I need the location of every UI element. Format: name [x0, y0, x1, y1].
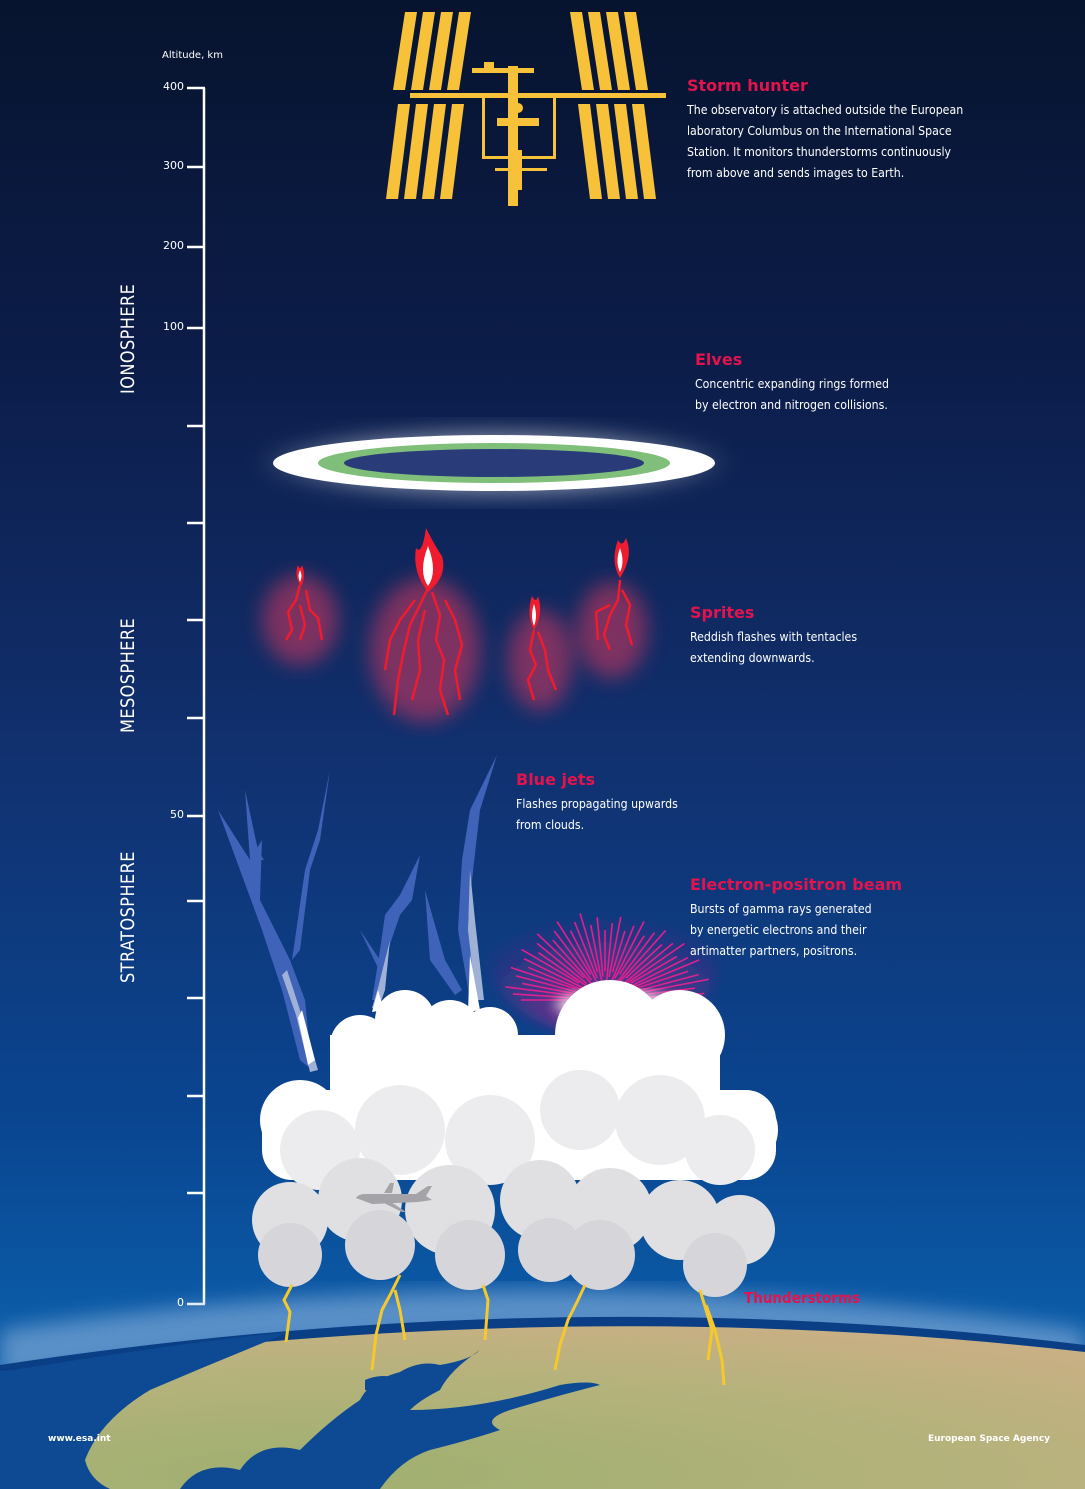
text-line: by energetic electrons and their: [690, 922, 867, 937]
axis-title: Altitude, km: [162, 50, 223, 61]
axis-tick-label: 200: [163, 239, 184, 252]
footer-url[interactable]: www.esa.int: [48, 1434, 111, 1444]
layer-label-mesosphere: MESOSPHERE: [117, 617, 139, 733]
beam-description: Bursts of gamma rays generated by energe…: [690, 898, 872, 961]
text-line: artimatter partners, positrons.: [690, 943, 858, 958]
text-line: Station. It monitors thunderstorms conti…: [687, 144, 952, 159]
iss-icon: [386, 12, 666, 206]
earth-icon: [0, 1316, 1085, 1489]
sprites-description: Reddish flashes with tentacles extending…: [690, 626, 857, 668]
axis-tick-label: 100: [163, 320, 184, 333]
text-line: laboratory Columbus on the International…: [687, 123, 952, 138]
axis-tick-label: 50: [170, 808, 184, 821]
layer-label-ionosphere: IONOSPHERE: [117, 283, 139, 394]
text-line: The observatory is attached outside the …: [687, 102, 964, 117]
storm-hunter-description: The observatory is attached outside the …: [687, 99, 963, 183]
ground-lightning-icon: [282, 1274, 726, 1386]
baltic-sea-shape: [0, 1332, 290, 1489]
sprites-icon: [262, 528, 647, 722]
elves-title: Elves: [695, 350, 743, 369]
text-line: Bursts of gamma rays generated: [690, 901, 872, 916]
elves-description: Concentric expanding rings formed by ele…: [695, 373, 889, 415]
text-line: from clouds.: [516, 817, 585, 832]
sprites-title: Sprites: [690, 603, 755, 622]
text-line: from above and sends images to Earth.: [687, 165, 905, 180]
blue-jets-title: Blue jets: [516, 770, 595, 789]
axis-tick-label: 300: [163, 159, 184, 172]
thunderstorm-cloud-icon: [252, 980, 778, 1297]
text-line: Concentric expanding rings formed: [695, 376, 890, 391]
layer-label-stratosphere: STRATOSPHERE: [117, 851, 139, 983]
blue-jets-description: Flashes propagating upwards from clouds.: [516, 793, 678, 835]
axis-tick-label: 0: [177, 1296, 184, 1309]
axis-tick-label: 400: [163, 80, 184, 93]
airplane-icon: [356, 1183, 432, 1212]
text-line: Reddish flashes with tentacles: [690, 629, 858, 644]
text-line: by electron and nitrogen collisions.: [695, 397, 888, 412]
blue-jets-icon: [218, 755, 497, 1070]
text-line: extending downwards.: [690, 650, 815, 665]
footer-agency: European Space Agency: [928, 1434, 1051, 1444]
storm-hunter-title: Storm hunter: [687, 76, 808, 95]
beam-title: Electron-positron beam: [690, 875, 903, 894]
elves-ring-icon: [273, 435, 715, 491]
text-line: Flashes propagating upwards: [516, 796, 678, 811]
thunderstorms-title: Thunderstorms: [744, 1289, 861, 1307]
